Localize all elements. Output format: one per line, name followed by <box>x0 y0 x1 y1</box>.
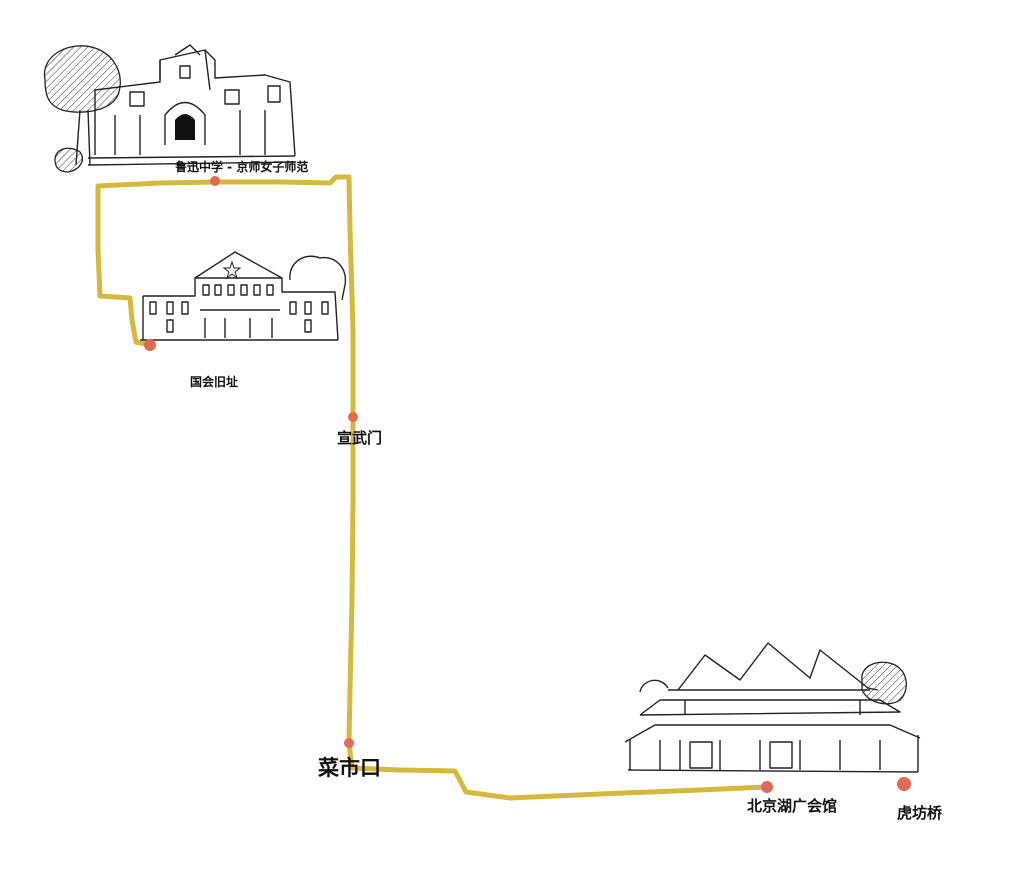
stop-marker-caishikou[interactable] <box>344 738 354 748</box>
route-line <box>95 174 769 801</box>
stop-marker-luxun[interactable] <box>210 176 220 186</box>
label-luxun-school: 鲁迅中学 - 京师女子师范 <box>175 160 309 174</box>
stop-marker-hufangqiao[interactable] <box>897 777 911 791</box>
label-parliament: 国会旧址 <box>190 375 239 389</box>
label-xuanwumen: 宣武门 <box>337 429 383 447</box>
stop-marker-xuanwumen[interactable] <box>348 412 358 422</box>
stop-marker-huguang[interactable] <box>761 781 773 793</box>
stop-marker-parliament[interactable] <box>144 339 156 351</box>
huguang-guildhall-sketch <box>624 642 921 773</box>
label-caishikou: 菜市口 <box>318 756 381 780</box>
label-hufangqiao: 虎坊桥 <box>897 804 943 822</box>
parliament-building-sketch <box>140 251 347 341</box>
label-huguang: 北京湖广会馆 <box>747 797 838 815</box>
luxun-school-building-sketch <box>43 44 296 173</box>
stop-markers <box>144 176 911 793</box>
